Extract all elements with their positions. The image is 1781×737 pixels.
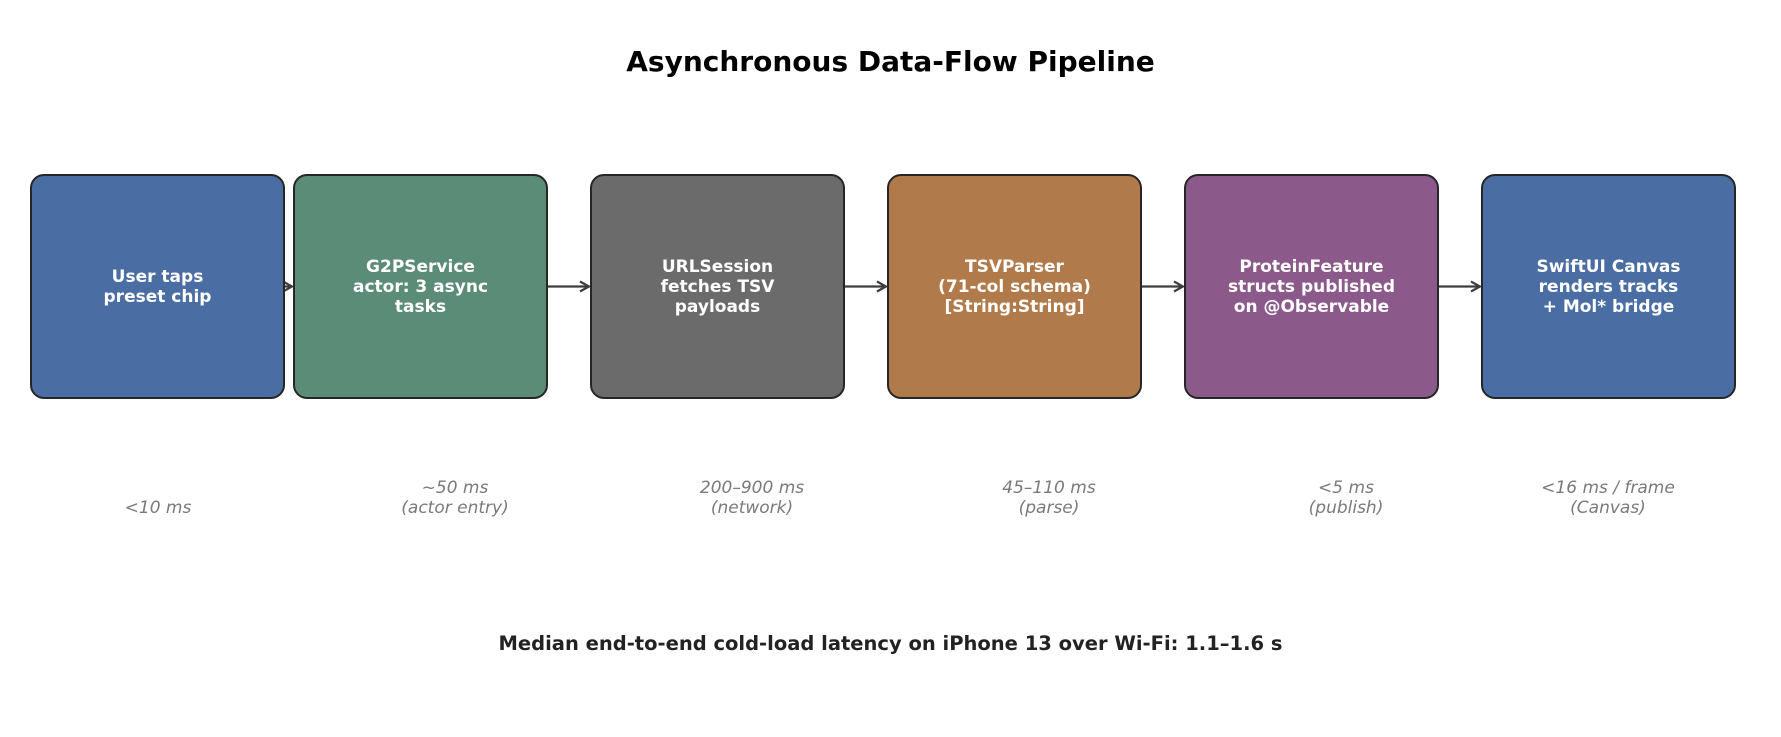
stage-latency-label: <16 ms / frame (Canvas) — [1541, 478, 1675, 518]
stage-latency-label: 200–900 ms (network) — [699, 478, 805, 518]
pipeline-stage-box: SwiftUI Canvas renders tracks + Mol* bri… — [1481, 174, 1736, 399]
pipeline-stage-box: G2PService actor: 3 async tasks — [293, 174, 548, 399]
pipeline-stage-label: User taps preset chip — [103, 266, 212, 307]
stage-latency-label: <5 ms (publish) — [1308, 478, 1384, 518]
stage-latency-label: <10 ms — [124, 498, 192, 518]
pipeline-stage-label: TSVParser (71-col schema) [String:String… — [938, 256, 1091, 317]
pipeline-stage-box: URLSession fetches TSV payloads — [590, 174, 845, 399]
latency-summary: Median end-to-end cold-load latency on i… — [498, 632, 1283, 655]
pipeline-stage-label: G2PService actor: 3 async tasks — [352, 256, 489, 317]
pipeline-stage-box: TSVParser (71-col schema) [String:String… — [887, 174, 1142, 399]
pipeline-stage-label: ProteinFeature structs published on @Obs… — [1228, 256, 1395, 317]
stage-latency-label: ~50 ms (actor entry) — [401, 478, 509, 518]
stage-latency-label: 45–110 ms (parse) — [1002, 478, 1096, 518]
pipeline-stage-box: User taps preset chip — [30, 174, 285, 399]
pipeline-stage-label: SwiftUI Canvas renders tracks + Mol* bri… — [1536, 256, 1681, 317]
pipeline-stage-box: ProteinFeature structs published on @Obs… — [1184, 174, 1439, 399]
pipeline-stage-label: URLSession fetches TSV payloads — [660, 256, 775, 317]
diagram-title: Asynchronous Data-Flow Pipeline — [626, 45, 1155, 78]
